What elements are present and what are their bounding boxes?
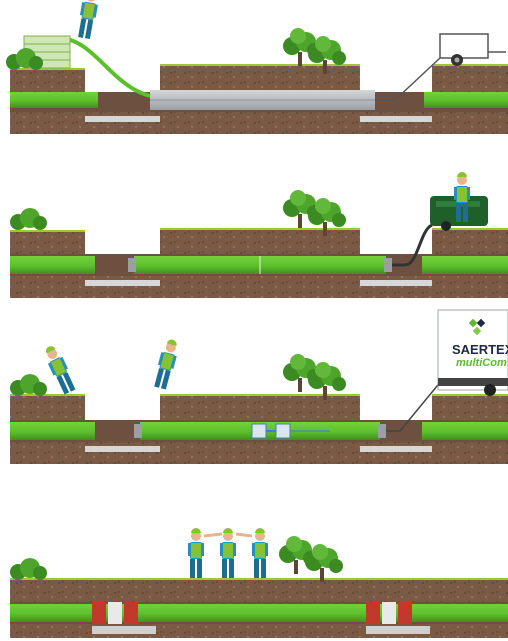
truck-icon: SAERTEX multiCom [438, 310, 508, 396]
worker-icon [76, 0, 100, 39]
panel-step-2 [10, 172, 508, 298]
tree-icon [10, 536, 343, 582]
panel-step-3: SAERTEX multiCom [10, 310, 508, 464]
truck-brand-product: multiCom [456, 357, 507, 369]
pipe-segment [424, 92, 508, 108]
panel-step-4 [10, 528, 508, 638]
pipe-segment [10, 422, 95, 440]
truck-brand-name: SAERTEX [452, 342, 508, 357]
worker-icon [188, 528, 268, 578]
pipe-segment [10, 256, 95, 274]
pipe-segment [422, 256, 508, 274]
worker-icon [42, 338, 181, 396]
panel-step-1 [6, 0, 508, 134]
pipe-segment [422, 422, 508, 440]
trailer-icon [440, 34, 506, 66]
pipe-segment [10, 92, 98, 108]
rehabilitated-pipe [10, 604, 508, 622]
